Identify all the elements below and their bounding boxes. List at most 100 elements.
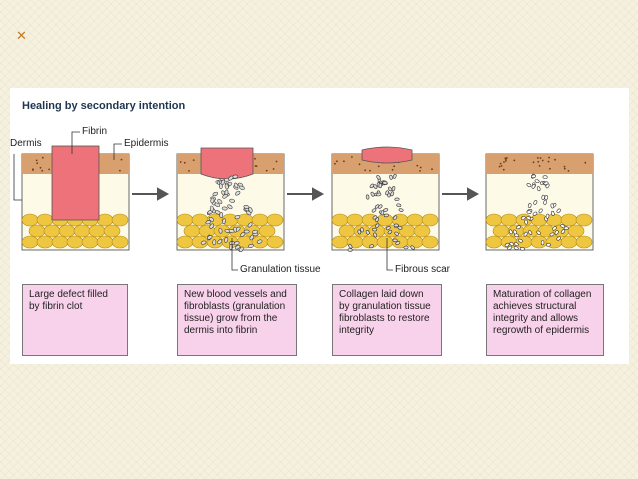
fat-lobule [530, 213, 548, 227]
epidermis-layer [486, 154, 593, 174]
skin-section-4 [485, 153, 594, 251]
tissue-mark [365, 194, 370, 200]
tissue-mark [504, 242, 510, 247]
fibrin-clot [51, 145, 100, 221]
epidermis-dot [502, 168, 505, 171]
epidermis-dot [539, 157, 542, 159]
epidermis-dot [364, 169, 367, 172]
epidermis-dot [377, 165, 380, 168]
tissue-mark [217, 199, 223, 204]
fat-lobule [183, 224, 201, 238]
tissue-mark [243, 229, 250, 234]
tissue-mark [224, 237, 229, 243]
tissue-mark [531, 174, 536, 179]
fat-lobule [567, 224, 585, 238]
tissue-mark [239, 246, 244, 253]
epidermis-dot [500, 165, 503, 167]
tissue-mark [554, 230, 559, 235]
tissue-mark [534, 179, 540, 183]
tissue-mark [398, 208, 404, 212]
tissue-mark [233, 241, 240, 246]
tissue-mark [365, 229, 370, 235]
fat-lobule [530, 235, 548, 249]
epidermis-dot [334, 162, 336, 165]
fat-lobule [73, 224, 91, 238]
fat-layer [331, 213, 439, 249]
epidermis-dot [369, 169, 371, 172]
fat-lobule [58, 224, 76, 238]
tissue-mark [234, 215, 241, 220]
tissue-mark [209, 223, 215, 229]
epidermis-dot [272, 168, 275, 170]
tissue-mark [519, 247, 525, 251]
epidermis-dot [431, 168, 433, 171]
fat-lobule [376, 235, 394, 249]
epidermis-dot [119, 169, 121, 172]
tissue-mark [228, 175, 234, 181]
tissue-mark [543, 181, 549, 186]
tissue-mark [252, 229, 258, 234]
tissue-mark [523, 231, 528, 237]
epidermis-dot [120, 158, 123, 161]
epidermis-dot [416, 164, 419, 167]
fat-lobule [406, 213, 424, 227]
tissue-mark [219, 212, 224, 218]
fibrin-label: Fibrin [82, 126, 108, 137]
fat-lobule [66, 235, 84, 249]
epidermis-dot [536, 157, 539, 159]
epidermis-dot [554, 158, 556, 161]
tissue-mark [563, 226, 569, 230]
tissue-mark [229, 198, 235, 203]
epidermis-dot [41, 156, 44, 159]
tissue-mark [395, 241, 401, 245]
tissue-mark [200, 240, 207, 245]
epidermis-dot [336, 160, 338, 163]
epidermis-dot [32, 169, 34, 171]
epidermis-dot [192, 159, 195, 161]
tissue-mark [526, 216, 532, 221]
epidermis-dot [498, 165, 501, 168]
skin-section-2 [176, 147, 285, 253]
epidermis-dot [188, 170, 190, 172]
epidermis-dot [548, 156, 550, 159]
fat-lobule [258, 224, 276, 238]
tissue-mark [556, 208, 561, 213]
caption-step-3: Collagen laid down by granulation tissue… [332, 284, 442, 356]
fat-lobule [338, 224, 356, 238]
tissue-mark [397, 226, 403, 230]
epidermis-dot [538, 165, 541, 167]
tissue-mark [372, 215, 378, 220]
tissue-mark [393, 223, 399, 228]
epidermis-dot [419, 170, 421, 172]
tissue-mark [509, 241, 514, 247]
tissue-mark [531, 184, 536, 189]
tissue-mark [544, 195, 548, 201]
tissue-mark [514, 242, 519, 247]
tissue-mark [533, 200, 538, 205]
tissue-mark [507, 246, 512, 250]
tissue-mark [233, 182, 239, 189]
tissue-mark [377, 204, 383, 209]
tissue-mark [227, 204, 233, 210]
tissue-mark [410, 245, 415, 250]
tissue-mark [247, 222, 253, 228]
epidermis-dot [513, 159, 516, 162]
epidermis-dot [506, 157, 508, 159]
tissue-mark [248, 244, 254, 248]
tissue-mark [385, 190, 389, 196]
tissue-mark [375, 217, 379, 223]
tissue-mark [550, 203, 555, 209]
fat-lobule [560, 235, 578, 249]
epidermis-dot [39, 166, 42, 169]
tissue-mark [220, 179, 226, 186]
fat-lobule [406, 235, 424, 249]
epidermis-dot [541, 159, 544, 162]
tissue-mark [360, 227, 364, 233]
epidermis-dot [393, 165, 396, 168]
tissue-mark [394, 231, 399, 236]
tissue-mark [382, 181, 388, 185]
fat-lobule [111, 235, 129, 249]
fat-lobule [266, 235, 284, 249]
epidermis-leader [113, 143, 122, 160]
tissue-mark [389, 174, 393, 180]
